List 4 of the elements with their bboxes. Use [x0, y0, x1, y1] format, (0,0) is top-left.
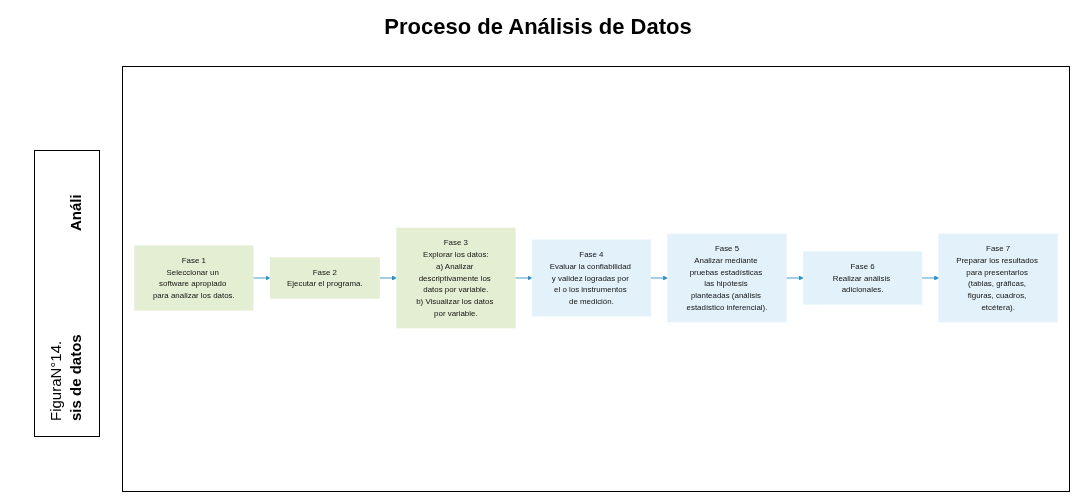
- caption-text: Análi: [67, 194, 84, 231]
- caption-text: FiguraN°14.: [47, 340, 64, 421]
- diagram-title: Proceso de Análisis de Datos: [383, 14, 693, 40]
- caption-text: sis de datos: [67, 334, 84, 421]
